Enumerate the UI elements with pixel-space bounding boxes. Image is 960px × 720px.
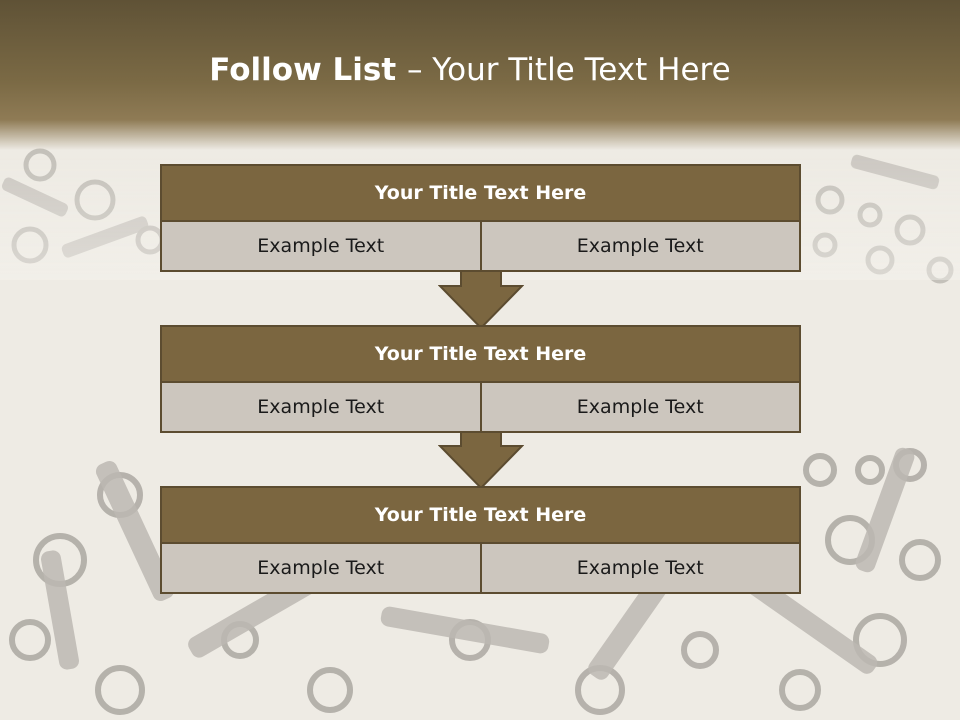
follow-step-3: Your Title Text Here Example Text Exampl… <box>160 486 801 594</box>
follow-step-1: Your Title Text Here Example Text Exampl… <box>160 164 801 272</box>
step-title: Your Title Text Here <box>160 486 801 544</box>
step-row: Example Text Example Text <box>160 222 801 272</box>
step-cell-left: Example Text <box>162 383 480 431</box>
step-row: Example Text Example Text <box>160 383 801 433</box>
slide-title-rest: – Your Title Text Here <box>406 52 731 88</box>
step-cell-left: Example Text <box>162 544 480 592</box>
follow-step-2: Your Title Text Here Example Text Exampl… <box>160 325 801 433</box>
title-header-band <box>0 0 960 150</box>
step-title: Your Title Text Here <box>160 325 801 383</box>
step-cell-left: Example Text <box>162 222 480 270</box>
down-arrow-icon <box>438 270 524 330</box>
step-title: Your Title Text Here <box>160 164 801 222</box>
down-arrow-icon <box>438 430 524 490</box>
step-cell-right: Example Text <box>479 222 799 270</box>
step-cell-right: Example Text <box>479 544 799 592</box>
step-cell-right: Example Text <box>479 383 799 431</box>
slide-title: Follow List – Your Title Text Here <box>0 52 940 88</box>
step-row: Example Text Example Text <box>160 544 801 594</box>
slide-title-bold: Follow List <box>209 52 407 88</box>
